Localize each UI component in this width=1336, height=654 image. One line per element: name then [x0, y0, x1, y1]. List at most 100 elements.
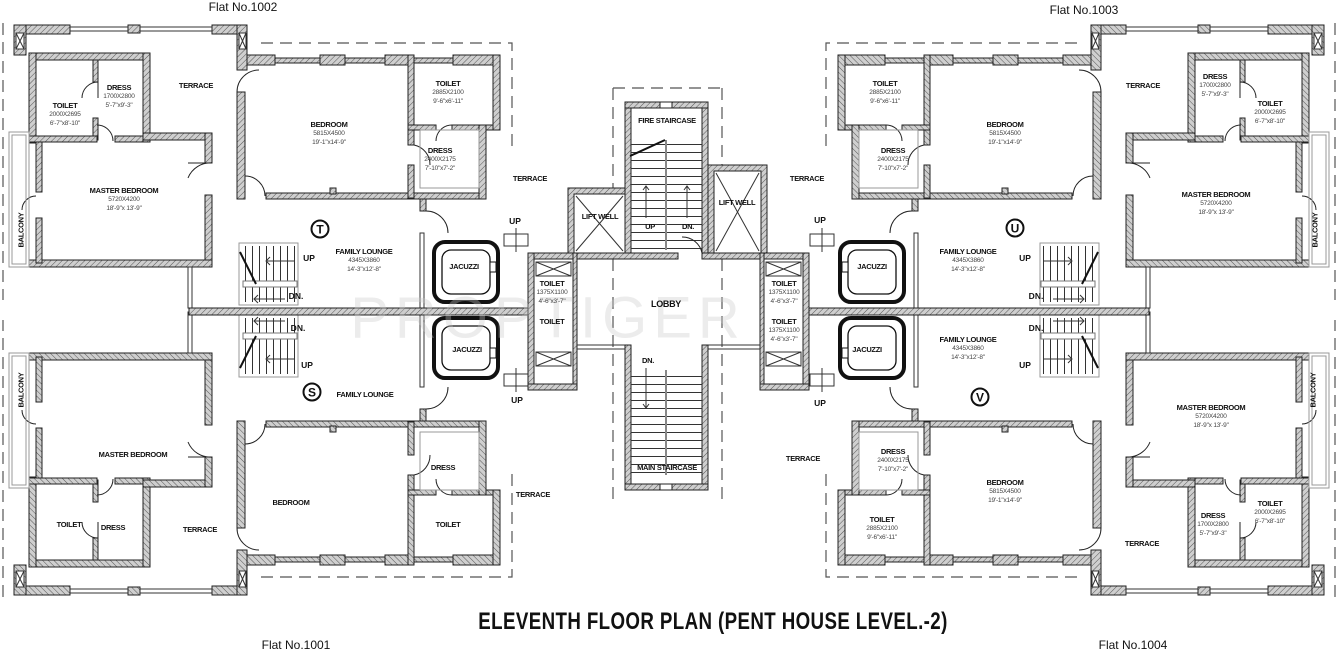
marker-text: UP [645, 222, 655, 231]
stair-down-marker: DN. [288, 291, 304, 301]
room-size-metric: 2400X2175 [424, 156, 456, 163]
room-terrace: TERRACE [1126, 81, 1160, 90]
flat-1002-title: Flat No.1002 [208, 0, 278, 14]
room-name: BEDROOM [986, 120, 1024, 129]
marker-text: DN. [641, 356, 655, 365]
room-name: TERRACE [182, 525, 218, 534]
room-size-metric: 4345X3860 [348, 257, 380, 264]
step-up-marker: UP [814, 398, 826, 408]
stair-down-marker: DN. [1028, 323, 1044, 333]
room-name: TOILET [435, 79, 461, 88]
room-balcony: BALCONY [16, 372, 26, 408]
room-size-imperial: 19'-1"x14'-9" [988, 139, 1022, 146]
room-name: DRESS [430, 463, 456, 472]
room-balcony: BALCONY [1310, 212, 1320, 248]
room-size-metric: 2885X2100 [432, 89, 464, 96]
flat-1001-title: Flat No.1001 [261, 638, 331, 652]
room-size-imperial: 7'-10"x7'-2" [877, 165, 909, 172]
room-terrace: TERRACE [516, 490, 550, 499]
room-name: TOILET [539, 279, 565, 288]
room-size-imperial: 19'-1"x14'-9" [988, 497, 1022, 504]
flat-code-badge: S [302, 382, 322, 402]
room-size-imperial: 14'-3"x12'-8" [347, 266, 381, 273]
room-size-metric: 2885X2100 [869, 89, 901, 96]
room-name: TOILET [771, 279, 797, 288]
room-size-metric: 5815X4500 [313, 130, 345, 137]
room-name: TOILET [56, 520, 82, 529]
room-size-imperial: 6'-7"x8'-10" [49, 120, 81, 127]
core-walls [188, 87, 1150, 500]
room-name: TERRACE [515, 490, 551, 499]
room-family-lounge: FAMILY LOUNGE [337, 390, 394, 399]
room-size-metric: 5815X4500 [989, 488, 1021, 495]
room-size-imperial: 5'-7"x9'-3" [1201, 91, 1229, 98]
room-size-metric: 5720X4200 [1195, 413, 1227, 420]
room-name: FAMILY LOUNGE [336, 390, 394, 399]
room-terrace: TERRACE [1125, 539, 1159, 548]
room-size-metric: 4345X3860 [952, 257, 984, 264]
core-toilet: TOILET [540, 317, 565, 326]
room-name: FAMILY LOUNGE [939, 247, 997, 256]
room-size-imperial: 9'-6"x6'-11" [433, 98, 463, 105]
room-name: DRESS [880, 447, 906, 456]
jacuzzi: JACUZZI [857, 262, 887, 271]
room-size-metric: 2885X2100 [866, 525, 898, 532]
room-size-imperial: 7'-10"x7'-2" [424, 165, 456, 172]
room-name: TOILET [52, 101, 78, 110]
room-name: FAMILY LOUNGE [335, 247, 393, 256]
room-name: TOILET [435, 520, 461, 529]
room-name: TERRACE [512, 174, 548, 183]
jacuzzi: JACUZZI [852, 345, 882, 354]
flat-1003-title: Flat No.1003 [1049, 3, 1119, 17]
stair-up-marker: UP [301, 360, 313, 370]
room-size-metric: 2000X2695 [49, 111, 81, 118]
room-name: MAIN STAIRCASE [637, 463, 697, 472]
stair-up-marker: UP [303, 253, 315, 263]
room-size-imperial: 14'-3"x12'-8" [951, 354, 985, 361]
step-up-marker: UP [511, 395, 523, 405]
room-terrace: TERRACE [513, 174, 547, 183]
room-name: DRESS [1202, 72, 1228, 81]
room-size-metric: 5720X4200 [1200, 200, 1232, 207]
room-size-metric: 2400X2175 [877, 156, 909, 163]
jacuzzi: JACUZZI [449, 262, 479, 271]
room-name: TERRACE [789, 174, 825, 183]
room-master-bedroom: MASTER BEDROOM [99, 450, 168, 459]
room-size-metric: 2400X2175 [877, 457, 909, 464]
room-size-metric: 1700X2800 [103, 93, 135, 100]
room-toilet: TOILET [436, 520, 461, 529]
room-size-metric: 1375X1100 [768, 289, 800, 296]
room-size-imperial: 18'-9"x 13'-9" [1193, 422, 1229, 429]
room-terrace: TERRACE [179, 81, 213, 90]
room-balcony: BALCONY [16, 212, 26, 248]
room-name: TERRACE [1124, 539, 1160, 548]
room-name: BEDROOM [310, 120, 348, 129]
room-terrace: TERRACE [790, 174, 824, 183]
room-size-metric: 2000X2695 [1254, 509, 1286, 516]
watermark: PROPTIGER [350, 285, 746, 351]
room-balcony: BALCONY [1308, 372, 1318, 408]
jacuzzi: JACUZZI [452, 345, 482, 354]
room-size-metric: 1375X1100 [536, 289, 568, 296]
room-terrace: TERRACE [786, 454, 820, 463]
room-name: DRESS [880, 146, 906, 155]
room-name: MASTER BEDROOM [1181, 190, 1251, 199]
room-size-imperial: 18'-9"x 13'-9" [106, 205, 142, 212]
